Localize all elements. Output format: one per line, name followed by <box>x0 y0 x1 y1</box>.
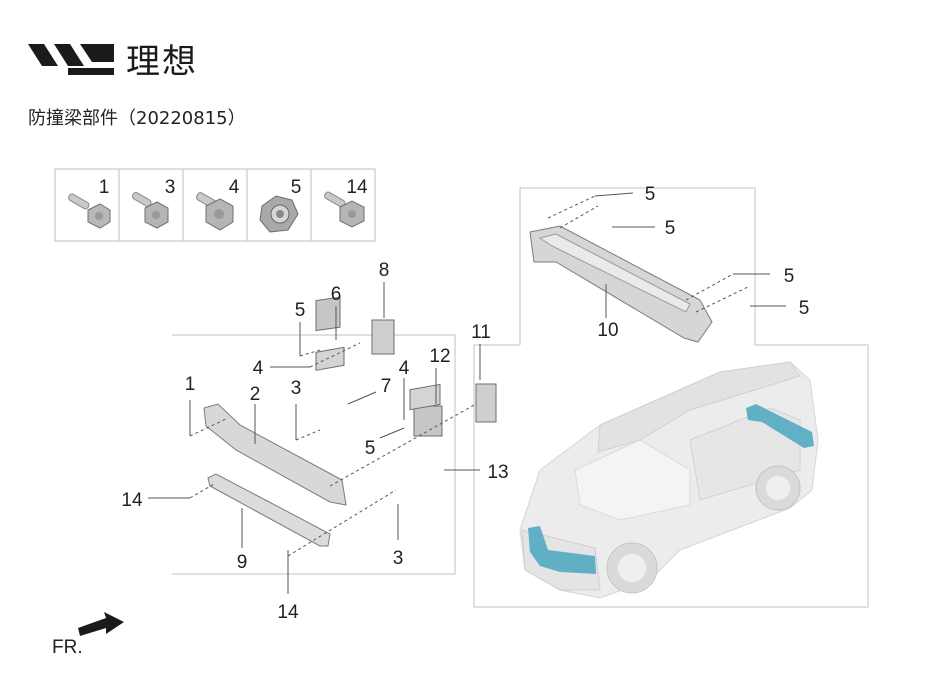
legend-label-3: 3 <box>165 177 176 198</box>
front-leaders <box>148 282 481 594</box>
fastener-bolt-3 <box>131 192 169 229</box>
callout-front-12: 12 <box>429 346 450 367</box>
callout-front-5b: 5 <box>365 438 376 459</box>
forward-arrow-icon <box>78 612 124 636</box>
callout-rear-5d: 5 <box>799 298 810 319</box>
li-auto-logo-icon <box>28 44 114 75</box>
front-lower-beam <box>207 473 331 547</box>
callout-rear-5b: 5 <box>665 218 676 239</box>
fastener-bolt-1 <box>68 193 111 229</box>
front-crash-box-7 <box>315 346 345 371</box>
legend-label-14: 14 <box>346 177 368 198</box>
front-bumper-beam <box>203 296 497 547</box>
callout-rear-10: 10 <box>597 320 618 341</box>
front-section-frame <box>172 334 456 575</box>
callout-front-11: 11 <box>471 322 491 343</box>
callout-front-3b: 3 <box>393 548 404 569</box>
vehicle-illustration <box>519 361 819 599</box>
callout-front-14b: 14 <box>277 602 299 623</box>
front-bracket-8 <box>371 319 395 355</box>
callout-front-6: 6 <box>331 284 342 305</box>
callout-front-13: 13 <box>487 462 508 483</box>
callout-rear-5c: 5 <box>784 266 795 287</box>
callout-front-4a: 4 <box>253 358 264 379</box>
rear-section-frame <box>473 187 869 608</box>
front-bracket-6 <box>315 296 341 332</box>
legend-label-5: 5 <box>291 177 302 198</box>
callout-front-7: 7 <box>381 376 392 397</box>
rear-beam-highlight <box>746 404 814 448</box>
front-bracket-11 <box>475 383 497 423</box>
page-title: 防撞梁部件（20220815） <box>28 108 246 129</box>
brand-header: 理想 <box>28 36 198 82</box>
callout-front-8: 8 <box>379 260 390 281</box>
direction-label: FR. <box>52 637 83 658</box>
brand-name: 理想 <box>126 41 198 82</box>
fastener-nut-5 <box>259 195 299 233</box>
legend-label-1: 1 <box>99 177 110 198</box>
callout-front-14a: 14 <box>121 490 143 511</box>
callout-front-3a: 3 <box>291 378 302 399</box>
fastener-bolt-14 <box>324 191 365 228</box>
callout-front-5a: 5 <box>295 300 306 321</box>
front-bracket-12 <box>413 405 443 437</box>
callout-front-9: 9 <box>237 552 248 573</box>
fastener-legend: 1 3 4 5 14 <box>54 168 376 242</box>
rear-bumper-beam <box>529 225 713 343</box>
callout-front-1: 1 <box>185 374 196 395</box>
front-beam-highlight <box>528 526 596 574</box>
rear-leaders <box>547 192 786 318</box>
callout-front-4b: 4 <box>399 358 410 379</box>
callout-front-2: 2 <box>250 384 261 405</box>
front-crash-box-13 <box>409 383 441 411</box>
legend-label-4: 4 <box>229 177 240 198</box>
fastener-bolt-4 <box>195 192 234 231</box>
callout-rear-5a: 5 <box>645 184 656 205</box>
